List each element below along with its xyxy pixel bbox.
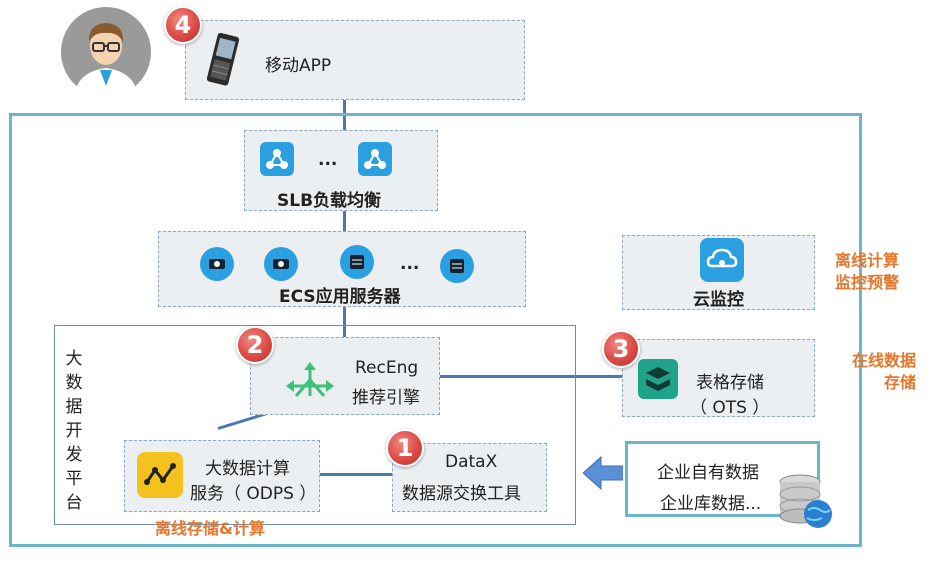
receng-name: RecEng — [355, 358, 419, 378]
table-storage-icon — [638, 359, 678, 399]
vchar: 大 — [65, 349, 83, 369]
datax-desc: 数据源交换工具 — [402, 484, 521, 504]
note-online-storage: 在线数据 存储 — [836, 350, 916, 394]
connector-slb-ecs — [343, 211, 346, 231]
datax-name: DataX — [445, 452, 498, 472]
vchar: 台 — [65, 493, 83, 513]
slb-label: SLB负载均衡 — [277, 191, 382, 211]
ecs-ellipsis: ... — [400, 254, 420, 274]
note-line: 在线数据 — [851, 351, 916, 370]
user-avatar — [60, 6, 152, 98]
slb-node-icon — [358, 142, 392, 176]
note-offline-storage: 离线存储&计算 — [155, 519, 265, 538]
database-icon — [776, 472, 834, 536]
cloud-platform-frame — [9, 113, 862, 547]
receng-desc: 推荐引擎 — [352, 388, 420, 408]
note-line: 离线计算 — [835, 251, 900, 270]
server-icon — [264, 247, 298, 281]
odps-name: 大数据计算 — [205, 459, 290, 479]
cloud-monitor-label: 云监控 — [693, 290, 744, 310]
vchar: 据 — [65, 397, 83, 417]
odps-desc: 服务（ ODPS ） — [190, 484, 317, 504]
server-icon — [340, 245, 374, 279]
vchar: 开 — [65, 421, 83, 441]
badge-4: 4 — [164, 6, 202, 44]
ecs-label: ECS应用服务器 — [279, 287, 401, 307]
ots-desc: （ OTS ） — [690, 398, 770, 418]
note-offline-compute: 离线计算 监控预警 — [835, 250, 899, 294]
note-line: 监控预警 — [835, 273, 900, 292]
ots-name: 表格存储 — [696, 373, 764, 393]
badge-2: 2 — [236, 326, 274, 364]
vchar: 数 — [65, 373, 83, 393]
phone-icon — [202, 30, 242, 92]
odps-icon — [137, 452, 183, 498]
connector-ecs-receng — [343, 307, 346, 337]
server-icon — [440, 249, 474, 283]
connector-receng-ots — [440, 375, 624, 378]
vchar: 发 — [65, 445, 83, 465]
vchar: 平 — [65, 469, 83, 489]
receng-box — [250, 337, 440, 415]
enterprise-line1: 企业自有数据 — [657, 463, 759, 483]
badge-1: 1 — [386, 429, 424, 467]
cloud-icon — [700, 238, 744, 282]
note-line: 存储 — [883, 373, 916, 392]
slb-node-icon — [260, 142, 294, 176]
mobile-app-box — [185, 20, 525, 100]
mobile-app-label: 移动APP — [265, 56, 332, 76]
server-icon — [200, 247, 234, 281]
platform-vertical-label: 大 数 据 开 发 平 台 — [64, 347, 84, 515]
big-data-platform-frame — [54, 325, 576, 525]
arrow-left-icon — [582, 455, 624, 495]
slb-ellipsis: ... — [318, 150, 338, 170]
badge-3: 3 — [602, 330, 640, 368]
recommend-engine-icon — [286, 362, 334, 408]
connector-odps-datax — [320, 473, 395, 476]
enterprise-line2: 企业库数据... — [660, 494, 762, 514]
